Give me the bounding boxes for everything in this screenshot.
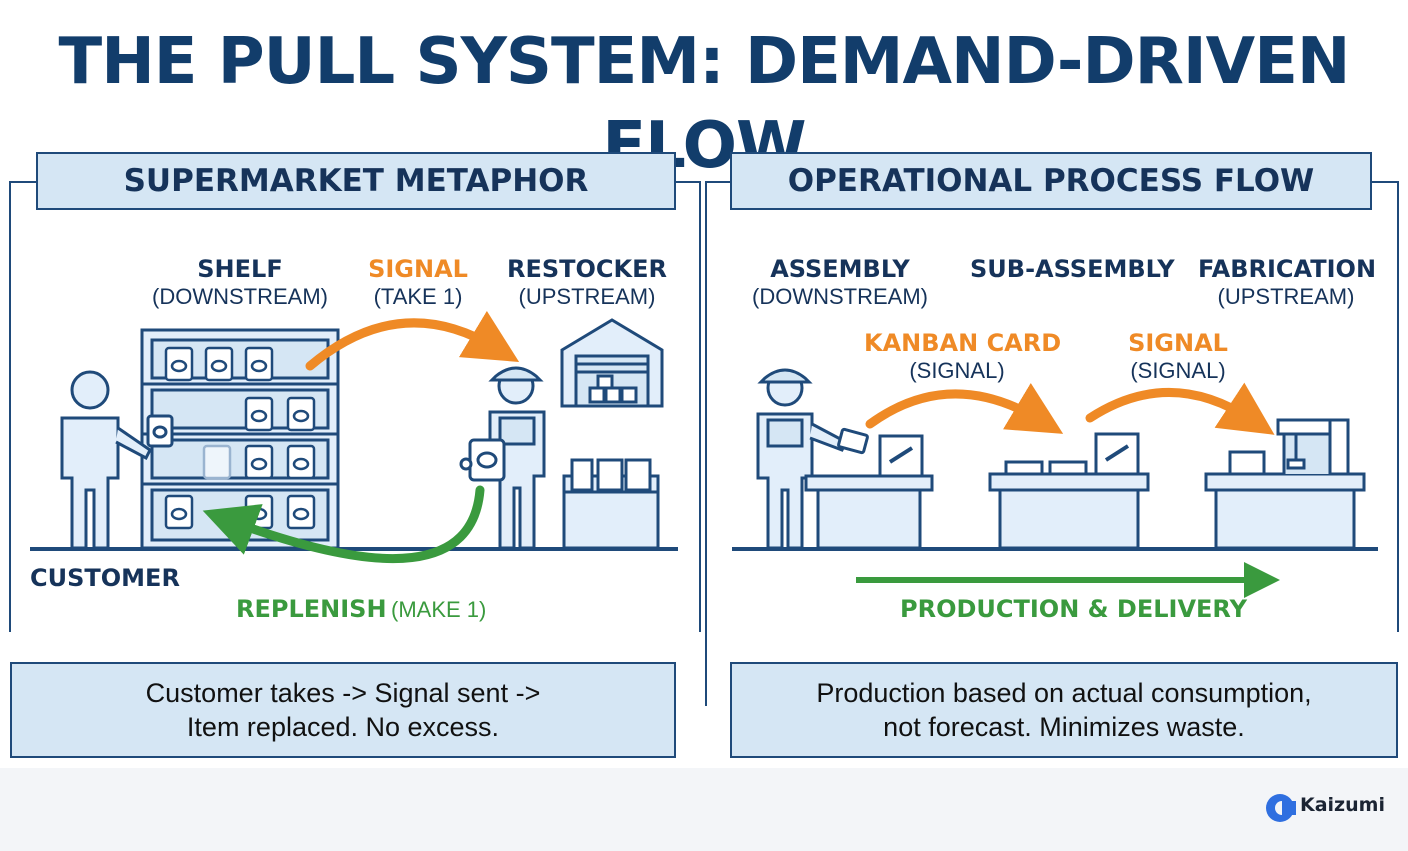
shelf-title: SHELF (197, 255, 283, 283)
replenish-subtitle: (MAKE 1) (391, 597, 487, 622)
kanban-arrow (865, 382, 1064, 434)
signal-label-left: SIGNAL (TAKE 1) (356, 256, 480, 310)
fabrication-label: FABRICATION (UPSTREAM) (1198, 255, 1377, 310)
left-caption-line-2: Item replaced. No excess. (186, 712, 500, 742)
customer-person-icon (60, 370, 174, 550)
fabrication-subtitle: (UPSTREAM) (1217, 284, 1355, 309)
signal-arrow-right (1085, 382, 1275, 435)
assembly-subtitle: (DOWNSTREAM) (752, 284, 928, 309)
signal-arrow (305, 310, 520, 371)
restocker-label: RESTOCKER (UPSTREAM) (506, 256, 668, 310)
left-panel-frame (9, 181, 701, 632)
restocker-title: RESTOCKER (506, 255, 668, 283)
customer-label: CUSTOMER (30, 565, 180, 592)
right-caption-box: Production based on actual consumption, … (730, 662, 1398, 758)
right-panel-frame (705, 181, 1399, 706)
kanban-subtitle: (SIGNAL) (909, 358, 1005, 383)
production-title: PRODUCTION & DELIVERY (900, 595, 1247, 623)
signal-title-left: SIGNAL (368, 255, 468, 283)
right-caption-line-1: Production based on actual consumption, (816, 678, 1312, 708)
brand-logo-icon (1266, 794, 1296, 822)
signal-subtitle-left: (TAKE 1) (373, 284, 463, 309)
restocker-person-icon (459, 366, 546, 550)
page-title: THE PULL SYSTEM: DEMAND-DRIVEN FLOW (58, 25, 1351, 183)
left-caption-box: Customer takes -> Signal sent -> Item re… (10, 662, 676, 758)
replenish-label: REPLENISH (MAKE 1) (236, 596, 486, 626)
signal-label-right: SIGNAL (SIGNAL) (1118, 330, 1238, 384)
right-caption-line-2: not forecast. Minimizes waste. (883, 712, 1245, 742)
warehouse-icon (560, 318, 664, 408)
brand-name: Kaizumi (1300, 794, 1385, 816)
production-label: PRODUCTION & DELIVERY (900, 595, 1247, 623)
restock-crate-icon (562, 458, 660, 550)
kanban-title: KANBAN CARD (864, 329, 1062, 357)
signal-title-right: SIGNAL (1128, 329, 1228, 357)
sub-assembly-table-icon (988, 432, 1150, 550)
footer-band (0, 768, 1408, 851)
replenish-title: REPLENISH (236, 595, 387, 623)
assembly-label: ASSEMBLY (DOWNSTREAM) (750, 256, 930, 310)
fabrication-title: FABRICATION (1198, 255, 1377, 283)
assembly-title: ASSEMBLY (770, 255, 910, 283)
left-caption-line-1: Customer takes -> Signal sent -> (145, 678, 541, 708)
left-panel-header: SUPERMARKET METAPHOR (36, 152, 676, 210)
shelf-subtitle: (DOWNSTREAM) (152, 284, 328, 309)
restocker-subtitle: (UPSTREAM) (518, 284, 656, 309)
right-panel-header: OPERATIONAL PROCESS FLOW (730, 152, 1372, 210)
shelf-label: SHELF (DOWNSTREAM) (150, 256, 330, 310)
customer-title: CUSTOMER (30, 564, 180, 592)
sub-assembly-label: SUB-ASSEMBLY (970, 255, 1175, 283)
assembly-table-icon (804, 434, 934, 550)
sub-assembly-title: SUB-ASSEMBLY (970, 255, 1175, 283)
replenish-arrow (202, 485, 485, 564)
fabrication-machine-icon (1204, 418, 1366, 550)
product-bag-icons (164, 346, 316, 530)
kanban-label: KANBAN CARD (SIGNAL) (864, 329, 1062, 384)
signal-subtitle-right: (SIGNAL) (1130, 358, 1226, 383)
brand-mark: Kaizumi (1300, 794, 1385, 816)
